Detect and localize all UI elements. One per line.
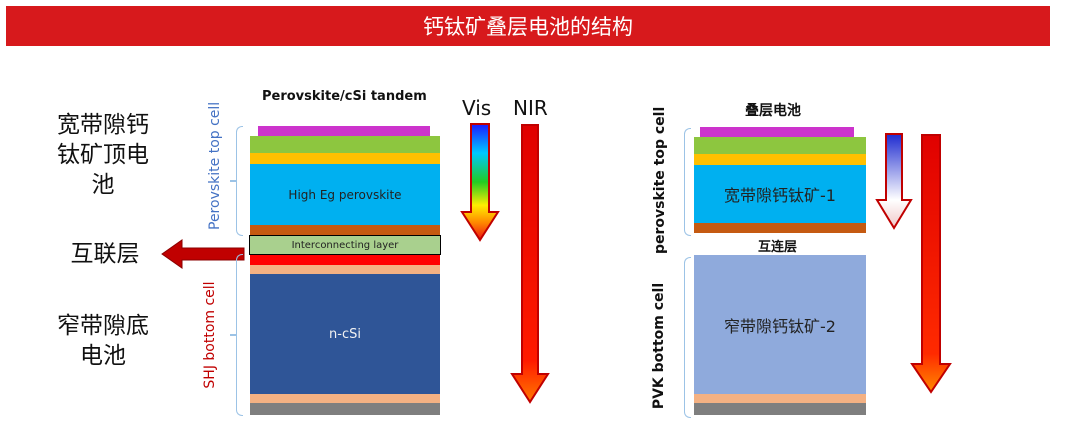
right-top-bracket	[684, 128, 691, 236]
brown-layer	[250, 225, 440, 235]
right-magenta-layer	[700, 127, 854, 137]
left-gray-layer	[250, 403, 440, 415]
interconnect-arrow-icon	[161, 239, 245, 269]
right-yellow-layer	[694, 154, 866, 165]
right-bottom-bracket	[684, 257, 691, 418]
interconnect-description: 互联层	[70, 241, 140, 267]
right-top-perovskite-layer	[694, 165, 866, 223]
n-csi-label: n-cSi	[329, 326, 361, 342]
top-cell-bracket	[236, 126, 243, 236]
left-top-cell-label: Perovskite top cell	[207, 101, 223, 230]
bottom-cell-line-1: 窄带隙底	[57, 313, 149, 339]
salmon-layer	[250, 265, 440, 274]
top-cell-line-1: 宽带隙钙	[57, 112, 149, 138]
left-stack-title: Perovskite/cSi tandem	[262, 89, 427, 104]
bottom-cell-bracket	[236, 254, 243, 416]
n-csi-layer	[250, 274, 440, 394]
green-layer	[250, 136, 440, 153]
right-gray-layer	[694, 403, 866, 415]
nir-arrow-icon	[510, 124, 550, 404]
bottom-salmon-layer	[250, 394, 440, 403]
yellow-layer	[250, 153, 440, 164]
right-top-cell-label: perovskite top cell	[652, 106, 668, 254]
title-banner: 钙钛矿叠层电池的结构	[6, 6, 1050, 46]
bottom-cell-line-2: 电池	[80, 343, 126, 369]
right-vis-arrow-icon	[875, 133, 913, 230]
right-salmon-layer	[694, 394, 866, 403]
right-brown-layer	[694, 223, 866, 233]
left-bottom-cell-label: SHJ bottom cell	[202, 281, 218, 389]
right-stack-title: 叠层电池	[745, 103, 801, 119]
interconnecting-layer	[249, 235, 441, 255]
high-eg-perovskite-layer	[250, 164, 440, 225]
right-top-perovskite-label: 宽带隙钙钛矿-1	[724, 186, 836, 205]
right-bottom-cell-label: PVK bottom cell	[651, 282, 667, 410]
interconnecting-layer-label: Interconnecting layer	[291, 239, 399, 251]
bottom-cell-bracket-tick	[230, 334, 236, 336]
high-eg-perovskite-label: High Eg perovskite	[288, 187, 402, 202]
vis-arrow-icon	[460, 123, 500, 242]
right-bottom-perovskite-layer	[694, 255, 866, 394]
right-green-layer	[694, 137, 866, 154]
top-cell-bracket-tick	[230, 180, 236, 182]
red-layer	[250, 255, 440, 265]
right-bottom-perovskite-label: 窄带隙钙钛矿-2	[724, 316, 836, 336]
nir-label: NIR	[513, 96, 548, 120]
right-nir-arrow-icon	[910, 134, 952, 394]
magenta-layer	[258, 126, 430, 136]
top-cell-line-3: 池	[91, 172, 115, 198]
top-cell-description: 宽带隙钙 钛矿顶电 池	[48, 110, 158, 200]
vis-label: Vis	[462, 96, 492, 120]
right-interconnect-label: 互连层	[758, 240, 798, 255]
page-title: 钙钛矿叠层电池的结构	[423, 15, 633, 39]
top-cell-line-2: 钛矿顶电	[57, 142, 149, 168]
bottom-cell-description: 窄带隙底 电池	[48, 311, 158, 371]
